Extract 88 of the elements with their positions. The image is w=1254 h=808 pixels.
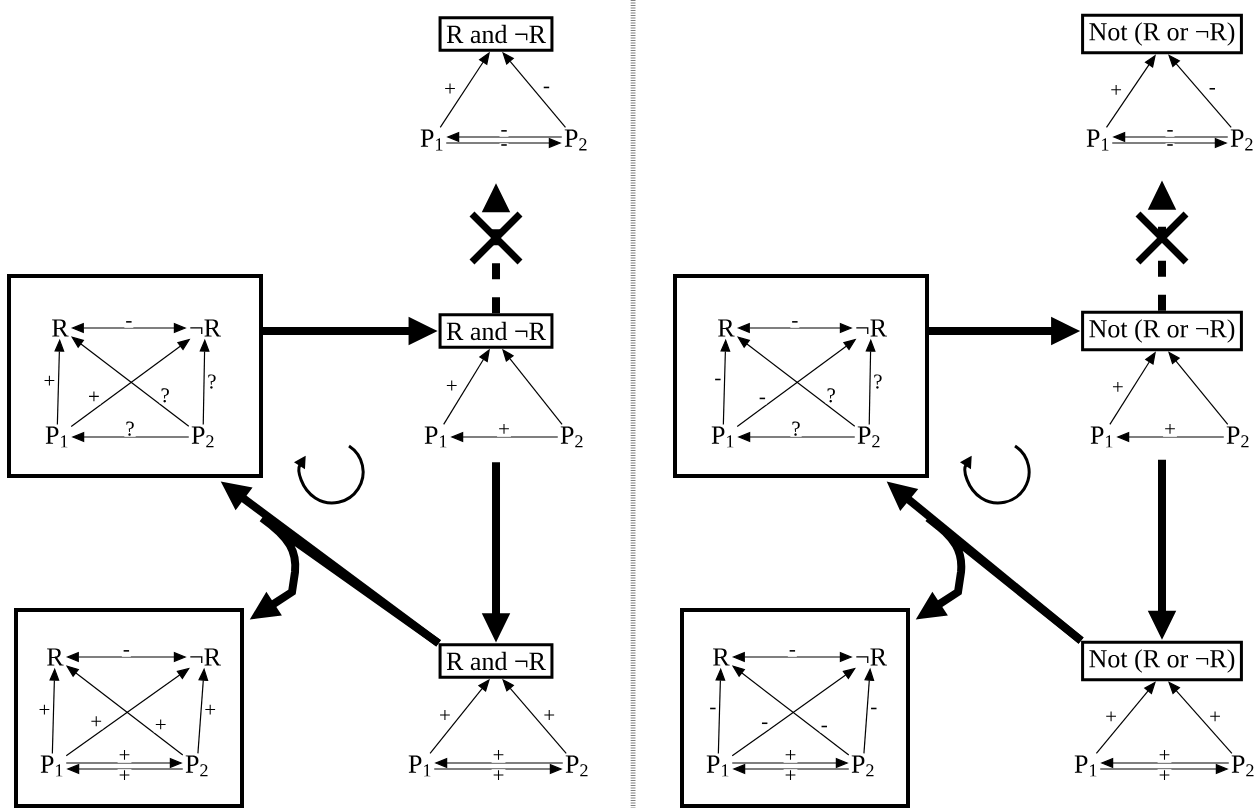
edge-label: + <box>1157 748 1172 763</box>
variable-label: P$_{2}$ <box>857 426 880 448</box>
variable-label: P$_{2}$ <box>851 755 874 777</box>
variable-label: P$_{2}$ <box>1226 426 1249 448</box>
edge-label: - <box>708 706 718 715</box>
edge-label: - <box>869 706 879 715</box>
edge-label: - <box>760 721 770 730</box>
variable-label: R <box>47 648 64 666</box>
edge-label: ? <box>825 387 837 404</box>
edge-label: - <box>541 85 551 94</box>
edge-label: + <box>444 379 459 394</box>
edge-label: + <box>1208 710 1222 725</box>
variable-label: ¬R <box>190 648 221 666</box>
variable-label: ¬R <box>856 648 887 666</box>
edge-label: - <box>1165 129 1175 137</box>
statement-box: Not (R or ¬R) <box>1081 310 1243 352</box>
variable-label: P$_{1}$ <box>424 426 447 448</box>
edge-label: + <box>491 769 506 784</box>
edge-label: - <box>757 396 767 405</box>
statement-box: R and ¬R <box>438 313 554 349</box>
edge-label: - <box>787 649 797 657</box>
statement-box: R and ¬R <box>438 16 554 52</box>
statement-box: Not (R or ¬R) <box>1081 13 1243 55</box>
edge-label: + <box>37 703 52 718</box>
variable-label: P$_{1}$ <box>711 426 734 448</box>
edge-label: ? <box>159 387 171 404</box>
edge-label: + <box>1157 769 1172 784</box>
statement-box: R and ¬R <box>438 643 554 679</box>
edge-label: - <box>1165 143 1175 151</box>
edge-label: - <box>499 143 509 151</box>
edge-label: - <box>713 377 723 386</box>
edge-label: + <box>203 703 218 718</box>
variable-label: P$_{1}$ <box>45 426 68 448</box>
variable-label: P$_{2}$ <box>564 129 587 151</box>
variable-label: R <box>52 319 69 337</box>
arrow <box>1168 351 1229 426</box>
variable-label: P$_{2}$ <box>191 426 214 448</box>
edge-label: ? <box>872 373 884 390</box>
edge-label: - <box>124 320 134 328</box>
arrow <box>1168 681 1233 754</box>
edge-label: ? <box>206 373 218 390</box>
edge-label: + <box>117 748 132 763</box>
edge-label: - <box>121 649 131 657</box>
edge-label: + <box>542 709 557 723</box>
variable-label: ¬R <box>856 319 887 337</box>
edge-label: + <box>1104 710 1118 725</box>
arrow <box>1095 681 1156 754</box>
edge-label: - <box>819 724 829 733</box>
edge-label: + <box>153 718 168 733</box>
variable-label: P$_{2}$ <box>560 426 583 448</box>
panel-box <box>7 274 263 478</box>
variable-label: P$_{2}$ <box>1231 755 1254 777</box>
statement-box: Not (R or ¬R) <box>1081 640 1243 682</box>
variable-label: P$_{2}$ <box>565 755 588 777</box>
arrow <box>1168 54 1232 128</box>
edge-label: ? <box>124 420 136 437</box>
variable-label: P$_{1}$ <box>1086 129 1109 151</box>
variable-label: P$_{1}$ <box>40 755 63 777</box>
edge-label: + <box>443 82 457 97</box>
variable-label: P$_{1}$ <box>1090 426 1113 448</box>
variable-label: P$_{1}$ <box>408 755 431 777</box>
edge-label: + <box>1163 422 1177 437</box>
edge-label: + <box>1110 380 1125 395</box>
edge-label: ? <box>790 420 802 437</box>
variable-label: ¬R <box>190 319 221 337</box>
panel-box <box>673 274 929 478</box>
edge-label: + <box>1109 83 1124 98</box>
variable-label: P$_{1}$ <box>420 129 443 151</box>
edge-label: + <box>497 422 511 437</box>
panel-box <box>14 608 244 808</box>
edge-label: + <box>438 709 452 723</box>
edge-label: + <box>783 748 798 763</box>
edge-label: + <box>42 374 57 389</box>
variable-label: P$_{2}$ <box>185 755 208 777</box>
variable-label: P$_{2}$ <box>1230 129 1253 151</box>
edge-label: - <box>790 320 800 328</box>
panel-box <box>680 608 910 808</box>
edge-label: + <box>89 715 104 730</box>
variable-label: P$_{1}$ <box>706 755 729 777</box>
variable-label: P$_{1}$ <box>1074 755 1097 777</box>
variable-label: R <box>718 319 735 337</box>
edge-label: - <box>1207 87 1217 95</box>
variable-label: R <box>713 648 730 666</box>
edge-label: - <box>499 129 509 137</box>
edge-label: + <box>87 390 101 405</box>
edge-label: + <box>117 769 132 784</box>
edge-label: + <box>491 748 506 763</box>
edge-label: + <box>783 769 798 784</box>
